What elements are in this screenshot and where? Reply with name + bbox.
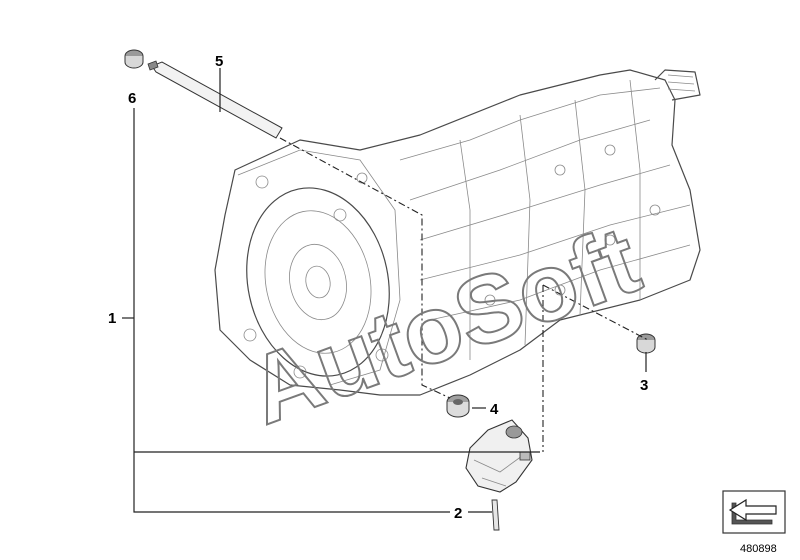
diagram-reference-number: 480898 — [740, 543, 777, 555]
callout-6: 6 — [128, 90, 136, 107]
part-selector-assembly — [465, 419, 533, 493]
watermark: AutoSoft — [235, 206, 652, 445]
leader-lines — [122, 68, 647, 513]
callout-2: 2 — [454, 505, 462, 522]
part-shaft — [147, 60, 283, 139]
callout-3: 3 — [640, 377, 648, 394]
callout-1: 1 — [108, 310, 116, 327]
part-sealing-cap-small — [636, 333, 656, 354]
callout-4: 4 — [490, 401, 499, 418]
part-sealing-cap — [124, 49, 144, 69]
callout-5: 5 — [215, 53, 223, 70]
transmission-housing — [214, 69, 701, 396]
part-pin — [491, 499, 500, 531]
assembly-lines — [279, 137, 649, 452]
navigation-arrow-icon[interactable] — [722, 490, 786, 534]
part-bushing — [446, 394, 470, 418]
